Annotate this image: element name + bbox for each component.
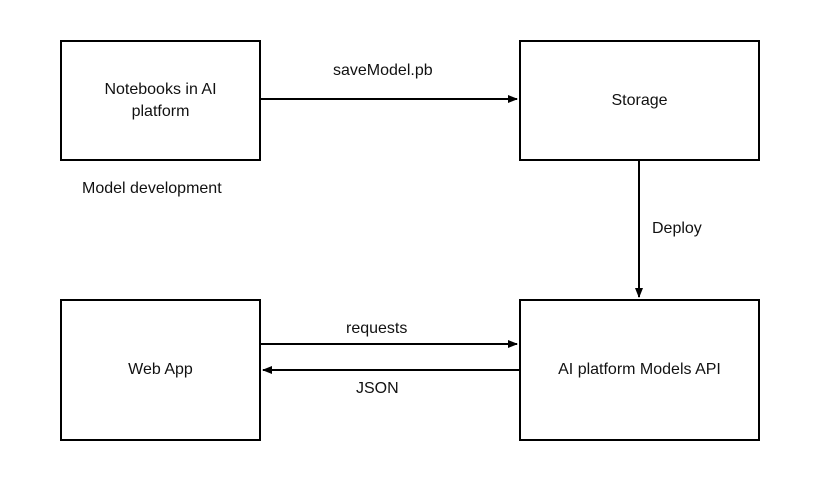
- json-edge-label: JSON: [356, 380, 399, 397]
- models-api-node-label: AI platform Models API: [558, 361, 721, 378]
- save-model-edge-label: saveModel.pb: [333, 62, 433, 79]
- web-app-node-label: Web App: [128, 361, 193, 378]
- storage-node-label: Storage: [611, 91, 668, 109]
- notebooks-node: Notebooks in AI platform: [60, 40, 261, 161]
- requests-edge-label: requests: [346, 320, 408, 337]
- deploy-edge-label: Deploy: [652, 220, 702, 237]
- notebooks-node-label: Notebooks in AI platform: [104, 80, 217, 120]
- models-api-node: AI platform Models API: [519, 299, 760, 441]
- storage-node: Storage: [519, 40, 760, 161]
- model-development-caption: Model development: [82, 180, 222, 197]
- web-app-node: Web App: [60, 299, 261, 441]
